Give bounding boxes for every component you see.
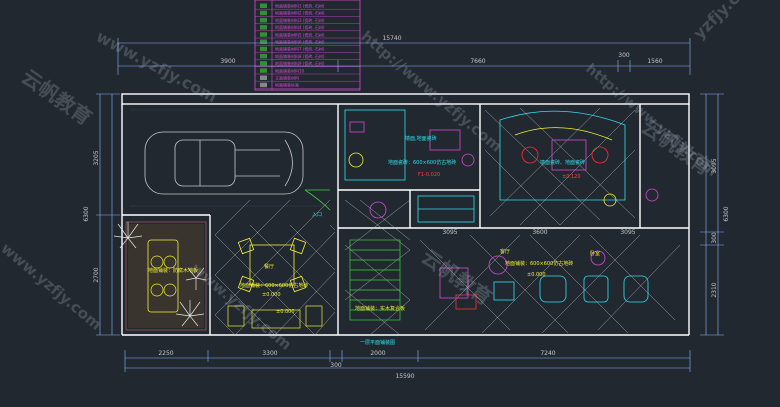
room-level: ±0.000 [276, 309, 295, 315]
dimension-text-group: 15740 3900 7660 300 1560 3205 6300 2700 … [83, 35, 730, 380]
dim-right-total: 6300 [723, 206, 730, 221]
legend-row-label: 地面铺装材料8 (瓷砖, 石材) [275, 53, 325, 59]
legend-swatch-icon [260, 25, 267, 30]
bathroom-fixtures [344, 109, 475, 223]
hall-tile-pattern [344, 199, 411, 336]
legend-swatch-icon [260, 39, 267, 44]
dim-bottom-seg-3: 300 [330, 362, 342, 369]
bath-level: F1-0.020 [418, 172, 440, 178]
dim-right-mid: 3095 [711, 158, 718, 173]
room-tag: 卧室 [590, 250, 600, 257]
legend-row-label: 地面铺装标高 [275, 82, 299, 88]
palm-plant-icon [113, 222, 207, 327]
legend-swatch-icon [260, 75, 267, 80]
legend-row-label: 地面铺装材料7 (瓷砖, 石材) [275, 46, 325, 52]
dining-sideboard [227, 305, 323, 329]
dim-mid-2: 3600 [532, 229, 547, 236]
dim-top-seg-4: 1560 [647, 58, 662, 65]
living-title: 客厅 [500, 248, 510, 255]
legend-row-label: 地面铺装材料6 (瓷砖, 石材) [275, 39, 325, 45]
dim-bottom-total: 15590 [395, 373, 414, 380]
dim-top-seg-3: 300 [618, 52, 630, 59]
dim-bottom-seg-1: 2250 [158, 350, 173, 357]
legend-swatch-icon [260, 53, 267, 59]
dim-left-upper: 3205 [93, 150, 100, 165]
room-labels: 墙面,地面瓷砖 地面瓷砖：600×600仿古地砖 F1-0.020 墙面瓷砖、地… [148, 135, 600, 346]
bath-note: 墙面,地面瓷砖 [405, 135, 437, 142]
entry-door [304, 189, 331, 211]
dim-bottom-seg-2: 3300 [262, 350, 277, 357]
kitchen-level: ±0.120 [562, 174, 581, 180]
dim-mid-1: 3095 [442, 229, 457, 236]
legend-row-label: 地面铺装材料4 (瓷砖, 石材) [275, 24, 325, 30]
dim-top-seg-1: 3900 [220, 58, 235, 65]
legend-swatch-icon [260, 17, 267, 23]
dim-left-total: 6300 [83, 206, 90, 221]
living-level: ±0.000 [527, 272, 546, 278]
garage-floor-pattern [130, 109, 330, 207]
legend-row-label: 地面铺装材料9 (瓷砖, 石材) [275, 60, 325, 66]
living-tile-pattern [419, 234, 681, 334]
legend-row-label: 地面铺装材料2 (瓷砖, 石材) [275, 10, 325, 16]
legend-swatch-icon [260, 82, 267, 88]
legend-swatch-icon [260, 10, 267, 16]
dim-top-seg-2: 7660 [470, 58, 485, 65]
dim-mid-3: 3095 [620, 229, 635, 236]
living-note: 地面铺装：600×600仿古地砖 [505, 260, 573, 267]
legend-swatch-icon [260, 68, 267, 73]
bottom-caption: 一层平面铺装图 [360, 339, 395, 346]
dining-table [237, 237, 307, 293]
kitchen-counter [499, 110, 626, 201]
dim-left-lower: 2700 [93, 267, 100, 282]
dim-bottom-seg-5: 7240 [540, 350, 555, 357]
legend-row-label: 立面铺装材料 [275, 75, 299, 81]
legend-swatch-icon [260, 3, 267, 8]
car-outline [144, 131, 304, 195]
building-walls [121, 93, 690, 336]
dim-right-lower: 2310 [711, 282, 718, 297]
legend-row-label: 地面铺装材料10 [275, 67, 305, 73]
legend-row-label: 地面铺装材料1 (瓷砖, 石材) [275, 3, 325, 9]
dim-top-total: 15740 [382, 35, 401, 42]
legend-row-label: 地面铺装材料3 (瓷砖, 石材) [275, 17, 325, 23]
bath-tile-note: 地面瓷砖：600×600仿古地砖 [388, 159, 456, 166]
dim-bottom-seg-4: 2000 [370, 350, 385, 357]
legend-swatch-icon [260, 32, 267, 37]
kitchen-tile-pattern [484, 107, 636, 226]
legend-swatch-icon [260, 61, 267, 66]
dim-right-seg: 300 [711, 232, 718, 244]
dining-title: 餐厅 [264, 263, 274, 270]
kitchen-note: 墙面瓷砖、地面瓷砖 [540, 159, 585, 166]
dimension-lines [96, 38, 724, 372]
entry-label: 入口 [312, 212, 322, 218]
dining-level: ±0.000 [262, 292, 281, 298]
staircase [349, 239, 401, 321]
legend-swatch-icon [260, 46, 267, 52]
legend-row-label: 地面铺装材料5 (瓷砖, 石材) [275, 31, 325, 37]
porch-note: 地面铺装：防腐木地板 [148, 267, 198, 274]
porch-deck [125, 221, 207, 331]
hall-note: 地面铺装：实木复合板 [355, 305, 405, 312]
living-furniture [439, 188, 659, 310]
dining-note: 地面铺装：600×600仿古地砖 [240, 282, 308, 289]
material-legend: 地面铺装材料1 (瓷砖, 石材)地面铺装材料2 (瓷砖, 石材)地面铺装材料3 … [254, 0, 361, 91]
